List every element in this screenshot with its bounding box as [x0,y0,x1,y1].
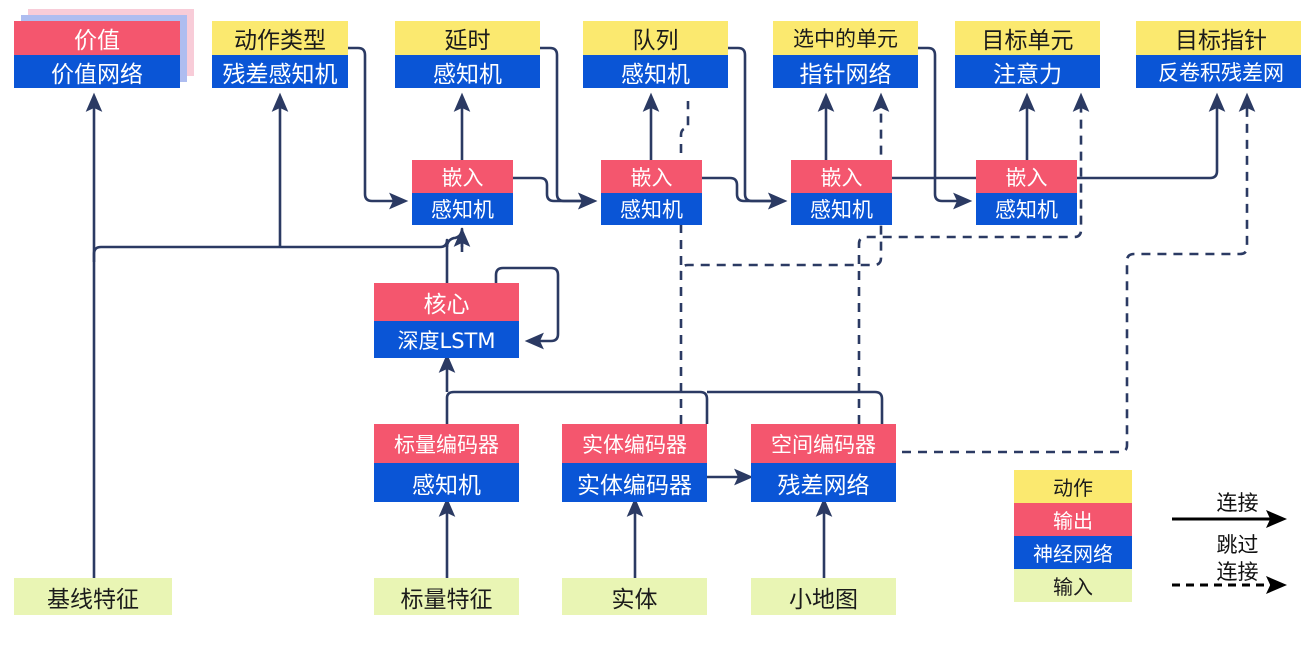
node-body: 基线特征 [14,578,172,615]
node-core: 核心深度LSTM [374,283,519,358]
node-target_unit-label-bottom: 注意力 [955,55,1100,88]
edge-core-self-loop [494,266,560,350]
node-action_type-label-bottom: 残差感知机 [212,55,348,88]
node-scalar_feat: 标量特征 [374,578,519,615]
node-delay: 延时感知机 [395,21,540,88]
node-body: 实体编码器实体编码器 [562,424,707,502]
edge-core-bus-corner [445,227,464,248]
node-core-label-bottom: 深度LSTM [374,321,519,358]
node-embed1-label-top: 嵌入 [412,160,513,193]
node-scalar_enc-label-top: 标量编码器 [374,424,519,463]
node-scalar_feat-label-bottom: 标量特征 [374,578,519,615]
node-scalar_enc-label-bottom: 感知机 [374,463,519,502]
edge-spatial-enc-to-bus [707,390,884,424]
node-value-label-top: 价值 [14,21,180,55]
node-body: 嵌入感知机 [412,160,513,225]
node-spatial_enc: 空间编码器残差网络 [751,424,896,502]
edge-skip-spatial-to-target-point [902,92,1256,454]
node-embed3-label-top: 嵌入 [791,160,892,193]
node-queue-label-bottom: 感知机 [583,55,728,88]
legend-swatch-network: 神经网络 [1014,536,1132,569]
node-body: 选中的单元指针网络 [773,21,918,88]
node-queue: 队列感知机 [583,21,728,88]
node-body: 队列感知机 [583,21,728,88]
node-target_point: 目标指针反卷积残差网 [1136,21,1301,88]
node-target_unit: 目标单元注意力 [955,21,1100,88]
node-baseline_feat: 基线特征 [14,578,172,615]
node-body: 目标单元注意力 [955,21,1100,88]
edge-skip-riser-stub [679,101,690,265]
node-body: 核心深度LSTM [374,283,519,358]
node-embed4: 嵌入感知机 [976,160,1077,225]
node-core-label-top: 核心 [374,283,519,321]
node-body: 嵌入感知机 [601,160,702,225]
node-embed3: 嵌入感知机 [791,160,892,225]
node-body: 动作类型残差感知机 [212,21,348,88]
node-target_point-label-top: 目标指针 [1136,21,1301,55]
edge-action-type-to-embed1 [348,46,409,210]
node-value-label-bottom: 价值网络 [14,55,180,88]
edge-core-to-left-bus [92,238,449,283]
node-body: 空间编码器残差网络 [751,424,896,502]
edge-embed2-right-lead [702,176,750,203]
node-entities: 实体 [562,578,707,615]
node-embed1: 嵌入感知机 [412,160,513,225]
legend-arrows [1172,509,1287,594]
node-embed2: 嵌入感知机 [601,160,702,225]
node-spatial_enc-label-top: 空间编码器 [751,424,896,463]
node-minimap-label-bottom: 小地图 [751,578,896,615]
legend-swatch-action: 动作 [1014,470,1132,503]
node-embed2-label-bottom: 感知机 [601,193,702,225]
node-embed2-label-top: 嵌入 [601,160,702,193]
node-body: 嵌入感知机 [976,160,1077,225]
edge-entity-enc-to-bus [445,390,709,424]
node-selected_unit: 选中的单元指针网络 [773,21,918,88]
node-body: 实体 [562,578,707,615]
node-body: 价值价值网络 [14,21,180,88]
edge-queue-to-embed3 [728,46,788,210]
edge-delay-down-to-embed2 [555,150,598,210]
node-body: 目标指针反卷积残差网 [1136,21,1301,88]
node-action_type: 动作类型残差感知机 [212,21,348,88]
node-baseline_feat-label-bottom: 基线特征 [14,578,172,615]
node-embed4-label-top: 嵌入 [976,160,1077,193]
node-body: 嵌入感知机 [791,160,892,225]
legend-color-swatches: 动作输出神经网络输入 [1014,470,1132,602]
node-queue-label-top: 队列 [583,21,728,55]
node-delay-label-top: 延时 [395,21,540,55]
node-target_unit-label-top: 目标单元 [955,21,1100,55]
edge-skip-entity-to-selected-unit [679,92,890,424]
node-embed1-label-bottom: 感知机 [412,193,513,225]
edge-skip-entity-to-target-unit [857,92,1090,424]
edge-delay-to-embed2 [540,46,559,150]
node-value: 价值价值网络 [14,9,194,88]
node-embed3-label-bottom: 感知机 [791,193,892,225]
node-entity_enc-label-top: 实体编码器 [562,424,707,463]
node-spatial_enc-label-bottom: 残差网络 [751,463,896,502]
edge-embed4-to-target-point [1077,92,1226,180]
legend-swatch-output: 输出 [1014,503,1132,536]
legend-skip-label-line2: 连接 [1216,560,1259,584]
node-delay-label-bottom: 感知机 [395,55,540,88]
node-entity_enc-label-bottom: 实体编码器 [562,463,707,502]
edge-embed1-right-to-embed2-lead [513,176,560,203]
legend-swatch-input: 输入 [1014,569,1132,602]
node-selected_unit-label-bottom: 指针网络 [773,55,918,88]
node-body: 标量编码器感知机 [374,424,519,502]
node-body: 标量特征 [374,578,519,615]
node-body: 延时感知机 [395,21,540,88]
legend-skip-label-line1: 跳过 [1216,533,1259,557]
node-selected_unit-label-top: 选中的单元 [773,21,918,55]
node-action_type-label-top: 动作类型 [212,21,348,55]
node-body: 小地图 [751,578,896,615]
node-entities-label-bottom: 实体 [562,578,707,615]
node-target_point-label-bottom: 反卷积残差网 [1136,55,1301,88]
node-minimap: 小地图 [751,578,896,615]
node-embed4-label-bottom: 感知机 [976,193,1077,225]
node-scalar_enc: 标量编码器感知机 [374,424,519,502]
node-entity_enc: 实体编码器实体编码器 [562,424,707,502]
legend-connection-label: 连接 [1216,491,1259,515]
edge-selected-unit-to-embed4 [918,46,973,210]
